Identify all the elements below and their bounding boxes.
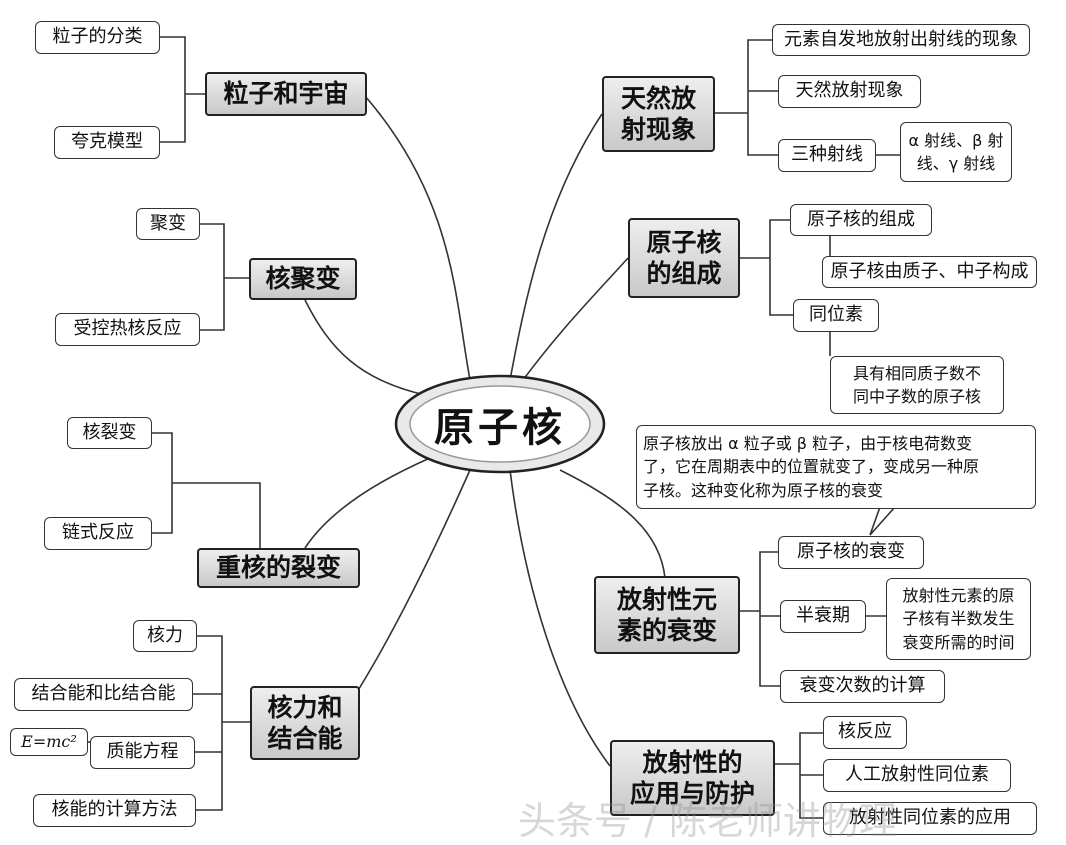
three-rays-node[interactable]: 三种射线 <box>778 139 876 172</box>
branch-nuclear-fusion[interactable]: 核聚变 <box>249 258 357 300</box>
branch-particles-universe[interactable]: 粒子和宇宙 <box>205 72 367 116</box>
controlled-thermonuclear-node[interactable]: 受控热核反应 <box>55 313 200 346</box>
branch-link-particles <box>364 95 471 381</box>
nuclear-decay-node[interactable]: 原子核的衰变 <box>778 536 924 569</box>
nuclear-reaction-node[interactable]: 核反应 <box>823 716 907 749</box>
nuclear-fission-node[interactable]: 核裂变 <box>67 417 152 449</box>
branch-link-fusion <box>304 299 426 396</box>
isotope-node[interactable]: 同位素 <box>793 299 879 332</box>
branch-nucleus-composition[interactable]: 原子核 的组成 <box>628 218 740 298</box>
binding-energy-node[interactable]: 结合能和比结合能 <box>14 678 193 711</box>
decay-definition-note: 原子核放出 α 粒子或 β 粒子，由于核电荷数变 了，它在周期表中的位置就变了，… <box>636 425 1036 509</box>
artificial-isotope-node[interactable]: 人工放射性同位素 <box>823 759 1011 792</box>
nuclear-force-node[interactable]: 核力 <box>133 620 197 652</box>
branch-link-fission <box>304 457 431 549</box>
chain-reaction-node[interactable]: 链式反应 <box>44 517 152 550</box>
mass-energy-formula: E=mc² <box>10 728 88 756</box>
fusion-node[interactable]: 聚变 <box>136 208 200 240</box>
mass-energy-equation-node[interactable]: 质能方程 <box>90 736 195 769</box>
central-node: 原子核 <box>392 372 608 476</box>
half-life-definition-note: 放射性元素的原 子核有半数发生 衰变所需的时间 <box>886 578 1031 660</box>
branch-link-composition <box>519 257 629 385</box>
branch-link-natural <box>509 113 603 381</box>
branch-natural-radioactivity[interactable]: 天然放 射现象 <box>602 76 715 152</box>
natural-radioactivity-node[interactable]: 天然放射现象 <box>778 75 921 108</box>
branch-link-applications <box>509 469 611 767</box>
particle-classification-node[interactable]: 粒子的分类 <box>35 21 160 54</box>
radioactivity-phenomenon-note: 元素自发地放射出射线的现象 <box>772 24 1030 56</box>
quark-model-node[interactable]: 夸克模型 <box>54 126 160 159</box>
protons-neutrons-note: 原子核由质子、中子构成 <box>822 256 1037 288</box>
nuclear-energy-calculation-node[interactable]: 核能的计算方法 <box>33 794 196 827</box>
decay-count-calculation-node[interactable]: 衰变次数的计算 <box>780 670 945 703</box>
nucleus-composition-node[interactable]: 原子核的组成 <box>790 204 932 236</box>
branch-radioactive-decay[interactable]: 放射性元 素的衰变 <box>594 576 740 654</box>
branch-nuclear-force-binding-energy[interactable]: 核力和 结合能 <box>250 686 360 760</box>
central-title: 原子核 <box>434 404 566 451</box>
branch-radioactivity-applications[interactable]: 放射性的 应用与防护 <box>610 740 775 816</box>
branch-link-decay <box>559 469 666 579</box>
rays-types-note: α 射线、β 射 线、γ 射线 <box>900 122 1012 182</box>
half-life-node[interactable]: 半衰期 <box>780 600 866 633</box>
branch-link-nuclear-force <box>351 469 471 701</box>
isotope-applications-node[interactable]: 放射性同位素的应用 <box>823 802 1037 835</box>
branch-heavy-nucleus-fission[interactable]: 重核的裂变 <box>197 548 360 588</box>
isotope-definition-note: 具有相同质子数不 同中子数的原子核 <box>830 356 1004 414</box>
